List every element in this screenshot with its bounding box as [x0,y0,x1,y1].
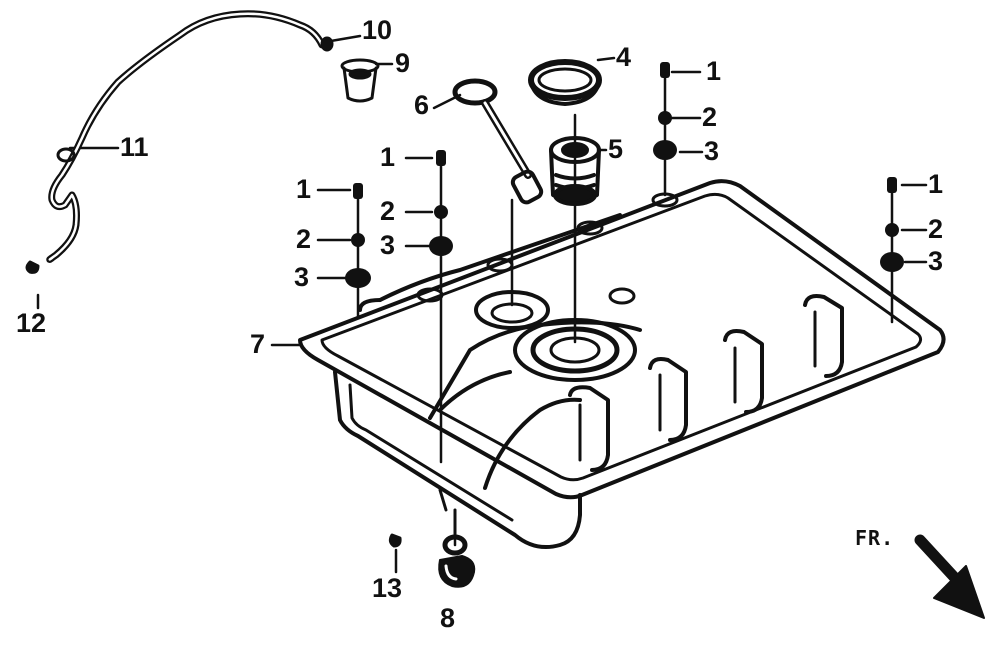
front-direction-label: FR. [855,526,895,550]
callout-2-middle: 2 [380,196,396,226]
callout-3-top-right: 3 [704,136,720,166]
callout-3-left: 3 [294,262,310,292]
callout-2-top-right: 2 [702,102,718,132]
assembly-lines [36,70,894,574]
callout-12: 12 [16,308,47,338]
fuel-pump [549,136,601,206]
callout-6: 6 [414,90,430,120]
callout-5: 5 [608,134,624,164]
tube-clip-13 [388,533,402,548]
callout-2-right: 2 [928,214,944,244]
callout-3-right: 3 [928,246,944,276]
callout-1-middle: 1 [380,142,396,172]
fuel-pump-ring [528,59,602,106]
breather-cap [340,58,380,103]
hardware-stack-right [880,177,904,272]
callout-1-top-right: 1 [706,56,722,86]
tube-clip-12 [25,260,40,274]
callout-9: 9 [395,48,411,78]
callout-13: 13 [372,573,403,603]
callout-1-left: 1 [296,174,312,204]
callout-1-right: 1 [928,169,944,199]
callout-11: 11 [120,132,149,162]
callout-7: 7 [250,329,266,359]
callout-leaders [68,34,928,347]
fuel-tank [298,179,946,549]
callout-4: 4 [616,42,632,72]
hardware-stack-middle [429,150,453,256]
hardware-stack-top-right [653,62,677,160]
breather-clip [320,36,334,52]
hardware-stack-left [345,183,371,288]
fuel-level-sender [452,78,544,205]
tube-clip-11 [56,147,76,163]
callout-2-left: 2 [296,224,312,254]
breather-tube [46,10,326,263]
drain-fitting [438,534,476,588]
callout-10: 10 [362,15,393,45]
callout-3-middle: 3 [380,230,396,260]
callout-8: 8 [440,603,456,633]
front-direction-arrow-icon [914,534,985,619]
